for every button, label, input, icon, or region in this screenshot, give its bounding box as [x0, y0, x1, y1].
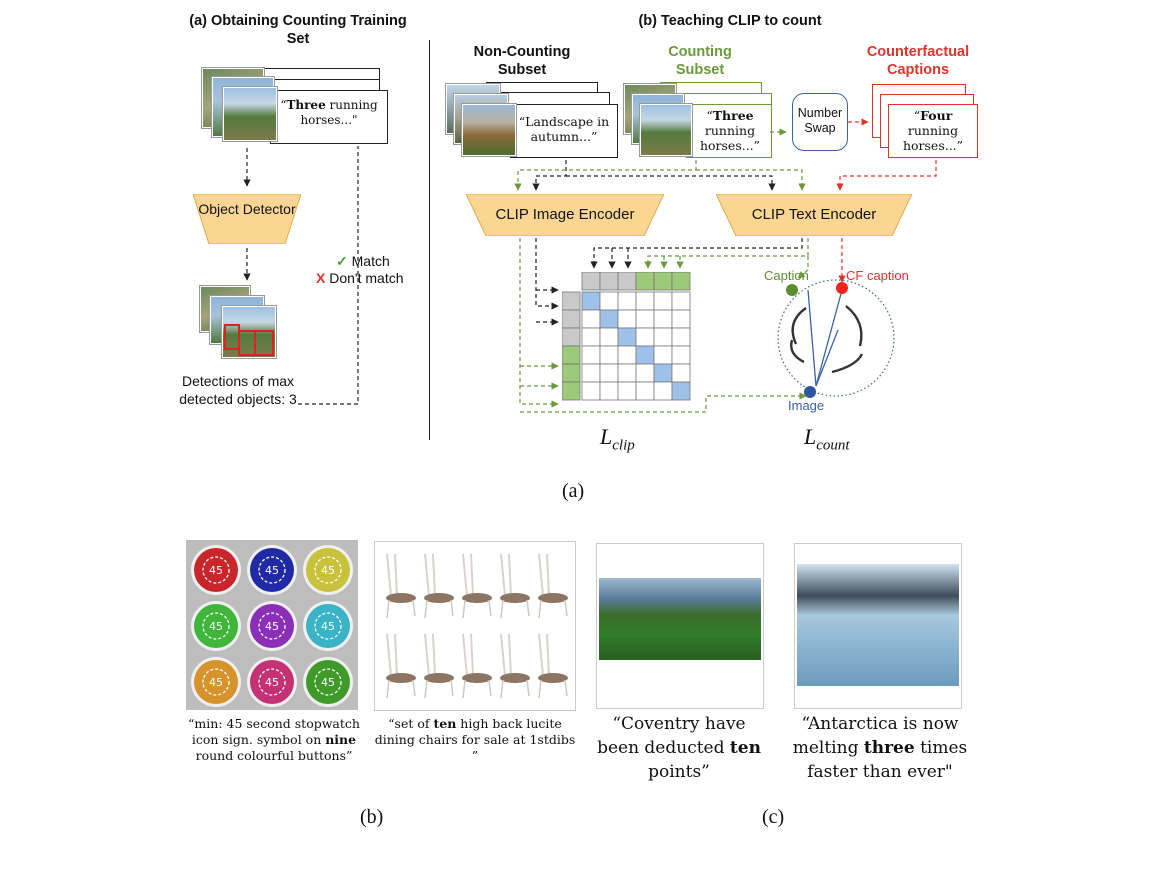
detections-text: Detections of max detected objects: 3 [179, 373, 297, 407]
chairs-image-svg [386, 553, 568, 699]
antarctica-image [794, 543, 962, 709]
non-counting-caption: “Landscape in autumn...” [518, 114, 610, 144]
cf-caption-node-label: CF caption [846, 268, 909, 283]
chair [538, 633, 568, 699]
image-encoder-shape [466, 194, 664, 236]
counterfactual-header: Counterfactual Captions [866, 44, 970, 78]
training-caption-card [270, 90, 388, 144]
antarctica-caption: “Antarctica is now melting three times f… [792, 714, 968, 782]
text-encoder-label: CLIP Text Encoder [751, 206, 877, 223]
chair [424, 553, 454, 619]
match-label: ✓ Match [336, 253, 390, 269]
stadium-image [596, 543, 764, 709]
text-encoder-shape [716, 194, 912, 236]
clip-loss-label: Lclip [600, 424, 635, 454]
number-swap-label: Number Swap [797, 106, 843, 135]
panel-divider [429, 40, 431, 440]
image-encoder-label: CLIP Image Encoder [495, 206, 635, 223]
matrix-diagonal-cell [671, 381, 691, 401]
matrix-col-header [671, 271, 691, 291]
colored-button: 45 [247, 545, 297, 595]
number-swap-box [792, 93, 848, 151]
figure-label-a: (a) [562, 480, 585, 502]
x-icon: X [316, 270, 326, 286]
colored-button: 45 [303, 657, 353, 707]
chair [500, 553, 530, 619]
cf-caption-node [836, 282, 848, 294]
chair [538, 553, 568, 619]
similarity-matrix-svg [561, 271, 691, 401]
colored-button: 45 [191, 545, 241, 595]
button-number: 45 [209, 620, 223, 633]
right-panel-title: (b) Teaching CLIP to count [638, 13, 822, 29]
button-number: 45 [321, 620, 335, 633]
cf-caption-card [888, 104, 978, 158]
training-caption-text: “Three running horses..." [280, 98, 378, 127]
button-number: 45 [265, 564, 279, 577]
antarctica-photo [797, 564, 959, 686]
buttons-caption: “min: 45 second stopwatch icon sign. sym… [188, 716, 360, 763]
button-number: 45 [321, 564, 335, 577]
part-a-arrows [243, 118, 937, 413]
dont-match-label: X Don't match [316, 270, 404, 286]
button-number: 45 [209, 564, 223, 577]
chairs-image [374, 541, 576, 711]
object-detector-shape [193, 194, 301, 244]
chair [462, 553, 492, 619]
button-number: 45 [209, 676, 223, 689]
counting-caption-card [686, 104, 772, 158]
counting-photo-front [640, 104, 692, 156]
chairs-caption: “set of ten high back lucite dining chai… [374, 716, 576, 763]
non-counting-header: Non-Counting Subset [473, 44, 571, 78]
caption-node [786, 284, 798, 296]
counting-header: Counting Subset [668, 44, 732, 78]
object-detector-label: Object Detector [198, 201, 296, 217]
figure-label-b: (b) [360, 806, 384, 828]
figure-label-c: (c) [762, 806, 785, 828]
colored-button: 45 [247, 601, 297, 651]
image-node [804, 386, 816, 398]
buttons-image: 45 45 45 45 45 45 45 45 45 [186, 540, 358, 710]
matrix-row-header [561, 381, 581, 401]
colored-button: 45 [303, 545, 353, 595]
non-counting-photo-front [462, 104, 516, 156]
count-loss-label: Lcount [804, 424, 850, 454]
left-panel-title: (a) Obtaining Counting Training Set [189, 13, 407, 47]
chair [386, 633, 416, 699]
similarity-matrix [561, 271, 692, 413]
colored-button: 45 [191, 657, 241, 707]
colored-button: 45 [191, 601, 241, 651]
colored-button: 45 [247, 657, 297, 707]
image-node-label: Image [788, 398, 825, 413]
check-icon: ✓ [336, 253, 348, 269]
stadium-caption: “Coventry have been deducted ten points” [597, 714, 761, 782]
count-loss-diagram [777, 279, 895, 398]
training-photo-horses [223, 87, 277, 141]
chair [386, 553, 416, 619]
chair [462, 633, 492, 699]
colored-button: 45 [303, 601, 353, 651]
stadium-photo [599, 578, 761, 660]
buttons-image-svg: 45 45 45 45 45 45 45 45 45 [191, 545, 353, 707]
button-number: 45 [321, 676, 335, 689]
non-counting-caption-card [510, 104, 618, 158]
chair [424, 633, 454, 699]
button-number: 45 [265, 676, 279, 689]
button-number: 45 [265, 620, 279, 633]
chair [500, 633, 530, 699]
detection-box-3 [254, 330, 274, 356]
